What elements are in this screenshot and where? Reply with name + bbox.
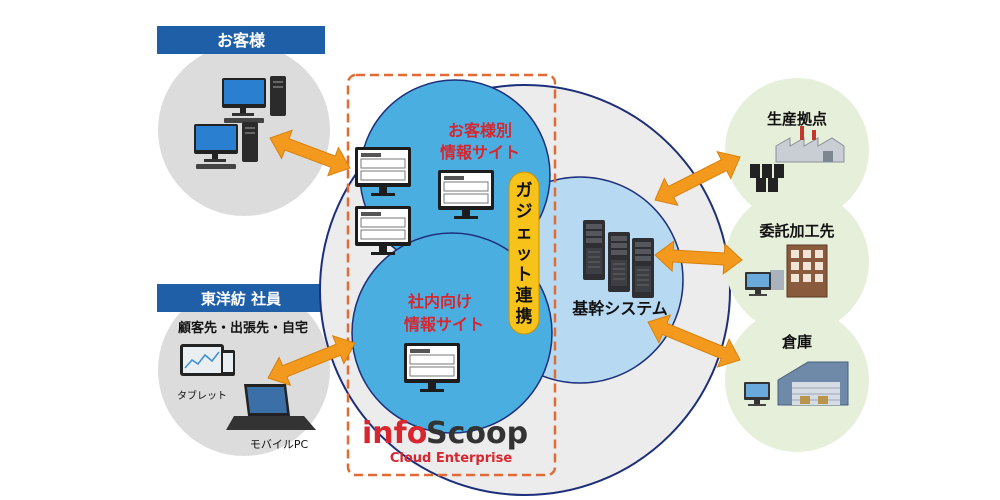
tablet-label: タブレット <box>177 389 227 402</box>
server-icon <box>631 237 655 299</box>
gadget-label-char: 携 <box>516 306 533 327</box>
gadget-label-char: ガ <box>516 181 533 201</box>
server-icon <box>607 231 631 293</box>
gadget-label-char: ェ <box>516 223 533 243</box>
tablet-icon <box>180 344 224 376</box>
warehouse-building-icon <box>777 361 849 406</box>
gadget-label-char: 連 <box>516 285 534 306</box>
core-system-label: 基幹システム <box>571 299 668 318</box>
smartphone-icon <box>221 350 235 376</box>
gadget-label-char: ジ <box>516 202 533 222</box>
infoscoop-logo: info Scoop Cloud Enterprise <box>362 416 528 466</box>
gadget-label-char: ト <box>516 265 533 285</box>
infoscoop-boundary <box>346 73 557 477</box>
logo-tagline: Cloud Enterprise <box>390 451 513 466</box>
warehouse-label: 倉庫 <box>781 333 812 351</box>
staff-header: 東洋紡 社員 <box>157 284 325 312</box>
subcontractor-building-icon <box>770 244 828 298</box>
server-icon <box>582 219 606 281</box>
customer-header: お客様 <box>157 26 325 54</box>
logo-info-text: info <box>362 416 427 451</box>
subcontractor-label: 委託加工先 <box>759 222 834 240</box>
factory-icon <box>775 126 845 163</box>
staff-locations-text: 顧客先・出張先・自宅 <box>178 320 308 336</box>
gadget-label-char: ッ <box>516 244 533 264</box>
barrels-icon <box>750 164 784 192</box>
internal-site-label-2: 情報サイト <box>404 315 484 334</box>
customer-arrow <box>269 129 351 177</box>
internal-site-circle <box>351 232 553 434</box>
laptop-icon <box>226 384 316 430</box>
gadget-integration-bar <box>508 171 540 335</box>
mobile-pc-label: モバイルPC <box>250 438 309 451</box>
logo-scoop-text: Scoop <box>426 416 528 451</box>
staff-arrow <box>267 334 356 387</box>
customer-header-text: お客様 <box>217 31 266 50</box>
subcontractor-arrow <box>654 240 743 275</box>
internal-site-label-1: 社内向け <box>407 292 472 311</box>
customer-site-label-2: 情報サイト <box>440 143 520 162</box>
production-label: 生産拠点 <box>767 110 827 128</box>
customer-site-label-1: お客様別 <box>448 121 512 140</box>
production-arrow <box>654 150 741 207</box>
warehouse-arrow <box>647 314 741 368</box>
staff-header-text: 東洋紡 社員 <box>201 290 281 308</box>
connection-arrows <box>267 129 743 387</box>
